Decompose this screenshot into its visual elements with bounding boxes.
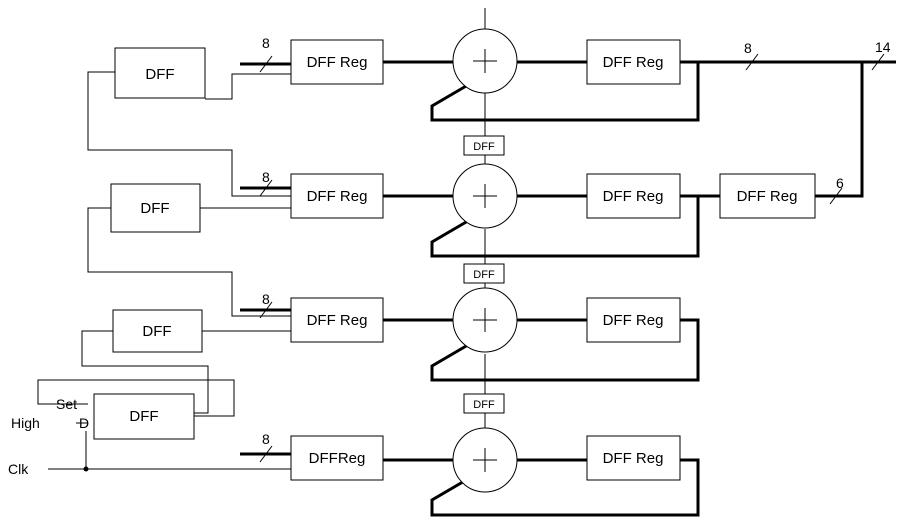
output-reg-4: DFF Reg [586,435,681,481]
sum-width-label: 8 [744,40,752,56]
adder-2 [452,163,518,229]
input-width-label-3: 8 [262,291,270,307]
adder-4 [452,427,518,493]
d-pin-label: D [79,415,89,431]
bus-width-marks [259,53,885,463]
input-reg-3: DFF Reg [290,297,384,343]
input-width-label-4: 8 [262,431,270,447]
control-wiring [37,8,486,472]
carry-dff-1-label: DFF [473,141,495,153]
input-width-label-2: 8 [262,169,270,185]
input-reg-4: DFFReg [290,435,384,481]
dff-2-label: DFF [140,200,169,217]
carry-dff-2-label: DFF [473,269,495,281]
dff-1: DFF [114,47,206,99]
input-reg-4-label: DFFReg [309,450,366,467]
input-width-label-1: 8 [262,35,270,51]
carry-out-reg: DFF Reg [719,173,816,219]
output-reg-2-label: DFF Reg [603,188,664,205]
set-pin-label: Set [56,396,77,412]
output-reg-1: DFF Reg [586,39,681,85]
adder-1 [452,28,518,94]
carry-dff-3-label: DFF [473,399,495,411]
input-reg-2-label: DFF Reg [307,188,368,205]
dff-1-label: DFF [145,66,174,83]
input-reg-1: DFF Reg [290,39,384,85]
adder-3 [452,287,518,353]
input-reg-1-label: DFF Reg [307,54,368,71]
carry-dff-3: DFF [463,393,505,414]
input-reg-2: DFF Reg [290,173,384,219]
carry-dff-1: DFF [463,135,505,156]
output-reg-1-label: DFF Reg [603,54,664,71]
output-reg-3: DFF Reg [586,297,681,343]
data-buses [240,60,896,517]
input-reg-3-label: DFF Reg [307,312,368,329]
output-reg-3-label: DFF Reg [603,312,664,329]
carry-width-label: 6 [836,175,844,191]
dff-3: DFF [112,309,203,353]
clk-junction-dot [83,466,89,472]
dff-4-label: DFF [129,408,158,425]
dff-2: DFF [110,183,201,233]
output-reg-2: DFF Reg [586,173,681,219]
carry-dff-2: DFF [463,263,505,284]
clk-input-label: Clk [8,461,29,477]
carry-out-reg-label: DFF Reg [737,188,798,205]
dff-4: DFF [93,393,195,440]
total-width-label: 14 [875,39,891,55]
output-reg-4-label: DFF Reg [603,450,664,467]
high-input-label: High [11,415,40,431]
dff-3-label: DFF [142,323,171,340]
